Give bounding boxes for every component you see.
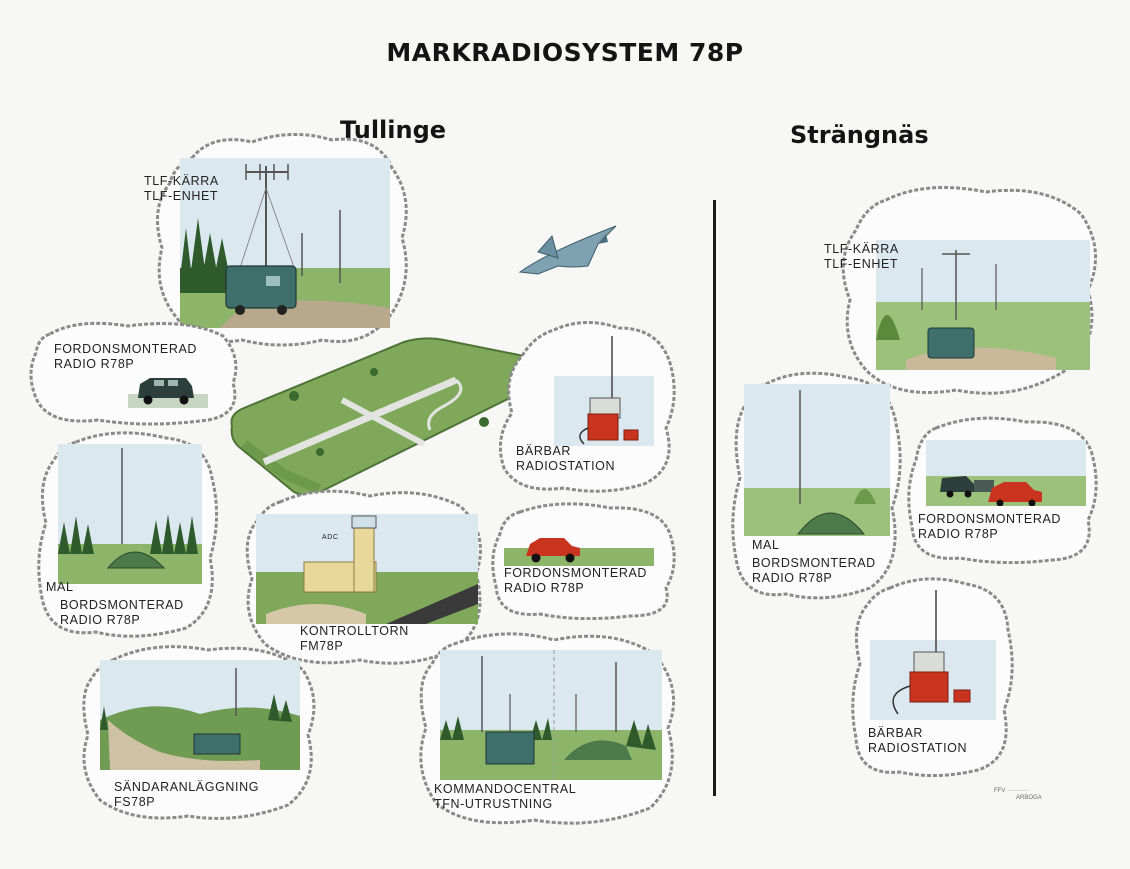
- label-line: RADIOSTATION: [516, 459, 616, 473]
- label-line: FORDONSMONTERAD: [918, 512, 1062, 526]
- jet-aircraft-illustration: [518, 225, 617, 275]
- label-line: KOMMANDOCENTRAL: [434, 782, 577, 796]
- credit-line: FFV ···········: [994, 788, 1029, 794]
- vignette-tullinge-transmitter: SÄNDARANLÄGGNING FS78P: [78, 640, 318, 822]
- portable-radio-scene: [870, 590, 996, 720]
- vignette-strangnas-table: MAL BORDSMONTERAD RADIO R78P: [730, 368, 902, 602]
- label-line: TLF-KÄRRA: [824, 242, 899, 256]
- vignette-tullinge-vehicle-2: FORDONSMONTERAD RADIO R78P: [490, 500, 678, 620]
- vignette-tullinge-table: MAL BORDSMONTERAD RADIO R78P: [36, 428, 220, 640]
- section-title-tullinge: Tullinge: [340, 116, 447, 144]
- command-scene: [440, 650, 662, 780]
- tlf-scene: [180, 158, 390, 328]
- vehicles-scene: [926, 440, 1086, 506]
- maker-credit-logo: FFV ··········· ARBOGA: [994, 788, 1042, 802]
- red-car-scene: [504, 538, 654, 566]
- label-line: MAL: [752, 538, 780, 552]
- label-line: FORDONSMONTERAD: [504, 566, 648, 580]
- tlf-scene: [876, 240, 1090, 370]
- tower-sign: ADC: [322, 534, 339, 541]
- table-radio-scene: [744, 384, 890, 536]
- label-line: RADIOSTATION: [868, 741, 968, 755]
- label-line: RADIO R78P: [752, 571, 833, 585]
- label-line: FORDONSMONTERAD: [54, 342, 198, 356]
- vehicle-scene: [128, 378, 208, 408]
- label-line: TLF-KÄRRA: [144, 174, 219, 188]
- vignette-tullinge-tlf: TLF-KÄRRA TLF-ENHET: [144, 128, 414, 350]
- vignette-strangnas-vehicle: FORDONSMONTERAD RADIO R78P: [906, 414, 1100, 564]
- label-line: FM78P: [300, 639, 344, 653]
- label-line: BORDSMONTERAD: [60, 598, 184, 612]
- label-line: RADIO R78P: [60, 613, 141, 627]
- label-line: TLF-ENHET: [144, 189, 219, 203]
- label-line: TLF-ENHET: [824, 257, 899, 271]
- vignette-tullinge-vehicle: FORDONSMONTERAD RADIO R78P: [28, 318, 242, 426]
- section-title-strangnas: Strängnäs: [790, 121, 929, 149]
- label-line: FS78P: [114, 795, 156, 809]
- vignette-tullinge-tower: ADC KONTROLLTORN FM78P: [240, 484, 490, 668]
- label-line: BÄRBAR: [516, 444, 572, 458]
- vignette-tullinge-portable: BÄRBAR RADIOSTATION: [494, 318, 678, 494]
- label-line: BÄRBAR: [868, 726, 924, 740]
- tower-scene: [256, 514, 478, 624]
- transmitter-scene: [100, 660, 300, 770]
- table-radio-scene: [58, 444, 202, 584]
- portable-radio-scene: [554, 336, 654, 446]
- label-line: SÄNDARANLÄGGNING: [114, 780, 260, 794]
- label-line: BORDSMONTERAD: [752, 556, 876, 570]
- vignette-strangnas-tlf: TLF-KÄRRA TLF-ENHET: [824, 180, 1104, 400]
- label-line: RADIO R78P: [918, 527, 999, 541]
- vignette-tullinge-command: KOMMANDOCENTRAL TFN-UTRUSTNING: [414, 628, 682, 828]
- label-line: KONTROLLTORN: [300, 624, 409, 638]
- vignette-strangnas-portable: BÄRBAR RADIOSTATION: [850, 574, 1014, 778]
- label-line: RADIO R78P: [504, 581, 585, 595]
- label-line: RADIO R78P: [54, 357, 135, 371]
- credit-line: ARBOGA: [1016, 795, 1042, 801]
- label-line: MAL: [46, 580, 74, 594]
- label-line: TFN-UTRUSTNING: [434, 797, 553, 811]
- poster-title: MARKRADIOSYSTEM 78P: [386, 38, 744, 67]
- divider-line: [713, 200, 716, 796]
